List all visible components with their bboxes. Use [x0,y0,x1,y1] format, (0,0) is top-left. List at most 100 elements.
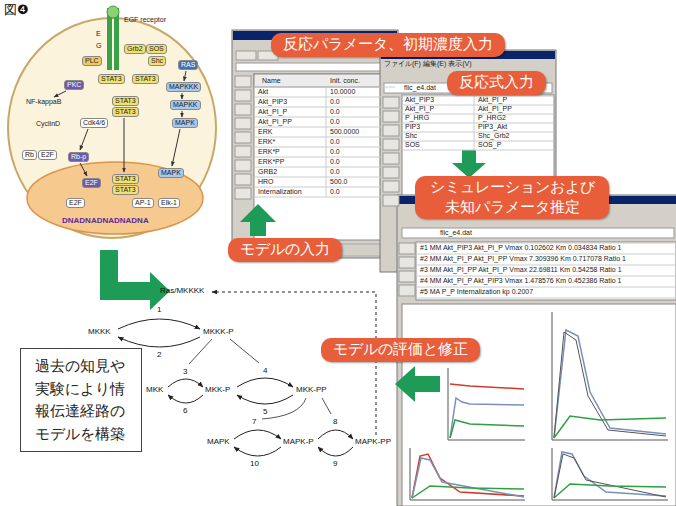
reaction-number: 9 [333,459,337,468]
protein-label: STAT3 [112,96,139,106]
table-cell: P_HRG2 [478,114,506,122]
green-arrow [452,150,486,178]
simulation-chart [554,452,666,498]
cell-illustration [27,162,203,234]
protein-label: STAT3 [132,74,159,84]
reaction-arc [318,447,353,456]
table-cell: #3 MM Akt_PI_PP Akt_PI_P Vmax 22.69811 K… [420,266,622,274]
reaction-arc [212,292,376,435]
table-grid [254,147,395,148]
table-cell: 0.0 [330,118,340,126]
cell-illustration [124,118,125,172]
table-grid [254,167,395,168]
table-grid [235,132,251,143]
reaction-number: 3 [183,367,187,376]
table-cell: Internalization [258,188,302,196]
reaction-arc [318,430,353,439]
table-cell: Akt_PIP3 [405,96,434,104]
node-text: 反応パラメータ、初期濃度入力 [283,35,493,55]
protein-label: PLC [82,56,102,66]
software-window [254,74,395,240]
reaction-number: 4 [263,366,267,375]
table-cell: SOS [405,141,420,149]
table-cell: 0.0 [330,158,340,166]
table-cell: Akt_PI_P [258,108,287,116]
protein-label: Shc [148,56,166,66]
table-cell: Shc_Grb2 [478,132,510,140]
software-window [254,74,395,87]
table-grid [254,97,395,98]
table-cell: 0.0 [330,138,340,146]
cell-illustration [8,6,216,238]
node-text: シミュレーションおよび 未知パラメータ推定 [427,178,597,217]
green-arrow [395,366,440,402]
table-cell: Akt [258,88,268,96]
species-label: MAPK [207,437,230,446]
table-cell: 0.0 [330,148,340,156]
table-grid [254,197,395,198]
table-grid [416,276,676,277]
table-header: Name [262,77,281,85]
protein-label: Rb [22,150,37,160]
table-grid [235,76,676,298]
table-cell: Akt_PI_PP [258,118,292,126]
table-grid [383,195,399,206]
reaction-number: 6 [183,406,187,415]
table-grid [399,285,415,296]
table-cell: #5 MA P_P Internalization kp 0.2007 [420,288,533,296]
table-grid [254,87,395,88]
simulation-chart [552,448,668,500]
reaction-number: 7 [252,417,256,426]
software-window [236,63,394,71]
protein-label: G [96,42,101,50]
table-grid [416,254,676,255]
reaction-arc [118,319,200,329]
address-field: flic_e4.dat [440,229,472,237]
table-grid [235,174,251,185]
table-cell: 0.0 [330,188,340,196]
table-grid [416,265,676,266]
table-grid [402,150,554,151]
protein-label: E2F [38,150,57,160]
table-grid [235,90,251,101]
reaction-number: 5 [263,407,267,416]
protein-label: PKC [64,80,84,90]
node-text: モデルの入力 [240,240,330,260]
species-label: MAPK-PP [355,437,391,446]
software-window [236,51,256,60]
reaction-arc [189,339,212,364]
reaction-arc [237,378,293,387]
table-grid [416,298,676,299]
table-grid [416,243,676,244]
protein-label: MAPK [158,168,184,178]
table-grid [383,97,399,108]
table-grid [416,287,676,288]
step-banner: モデルの入力 [228,238,342,262]
reaction-arc [118,337,200,347]
simulation-chart [552,312,668,440]
simulation-chart [554,484,666,498]
table-cell: SOS_P [478,141,501,149]
simulation-chart [412,458,524,498]
cell-illustration [54,91,66,97]
table-cell: Shc [405,132,417,140]
node-text: モデルの評価と修正 [333,340,468,360]
species-label: MKK-PP [296,385,327,394]
table-grid [254,177,395,178]
table-cell: PIP3_Akt [478,123,507,131]
table-cell: ERK [258,128,272,136]
table-grid [383,181,399,192]
software-window [416,242,676,300]
menu-bar: ファイル(F) 編集(E) 表示(V) [384,60,472,68]
table-grid [254,127,395,128]
table-grid [383,153,399,164]
table-cell: Akt_PIP3 [258,98,287,106]
reaction-arc [237,395,293,404]
simulation-chart [412,454,524,498]
table-cell: 10.0000 [330,88,355,96]
table-grid [254,137,395,138]
species-label: MKKK [88,327,111,336]
simulation-chart [554,416,666,438]
protein-label: CyclinD [36,120,60,128]
protein-label: Rb-p [68,152,89,162]
